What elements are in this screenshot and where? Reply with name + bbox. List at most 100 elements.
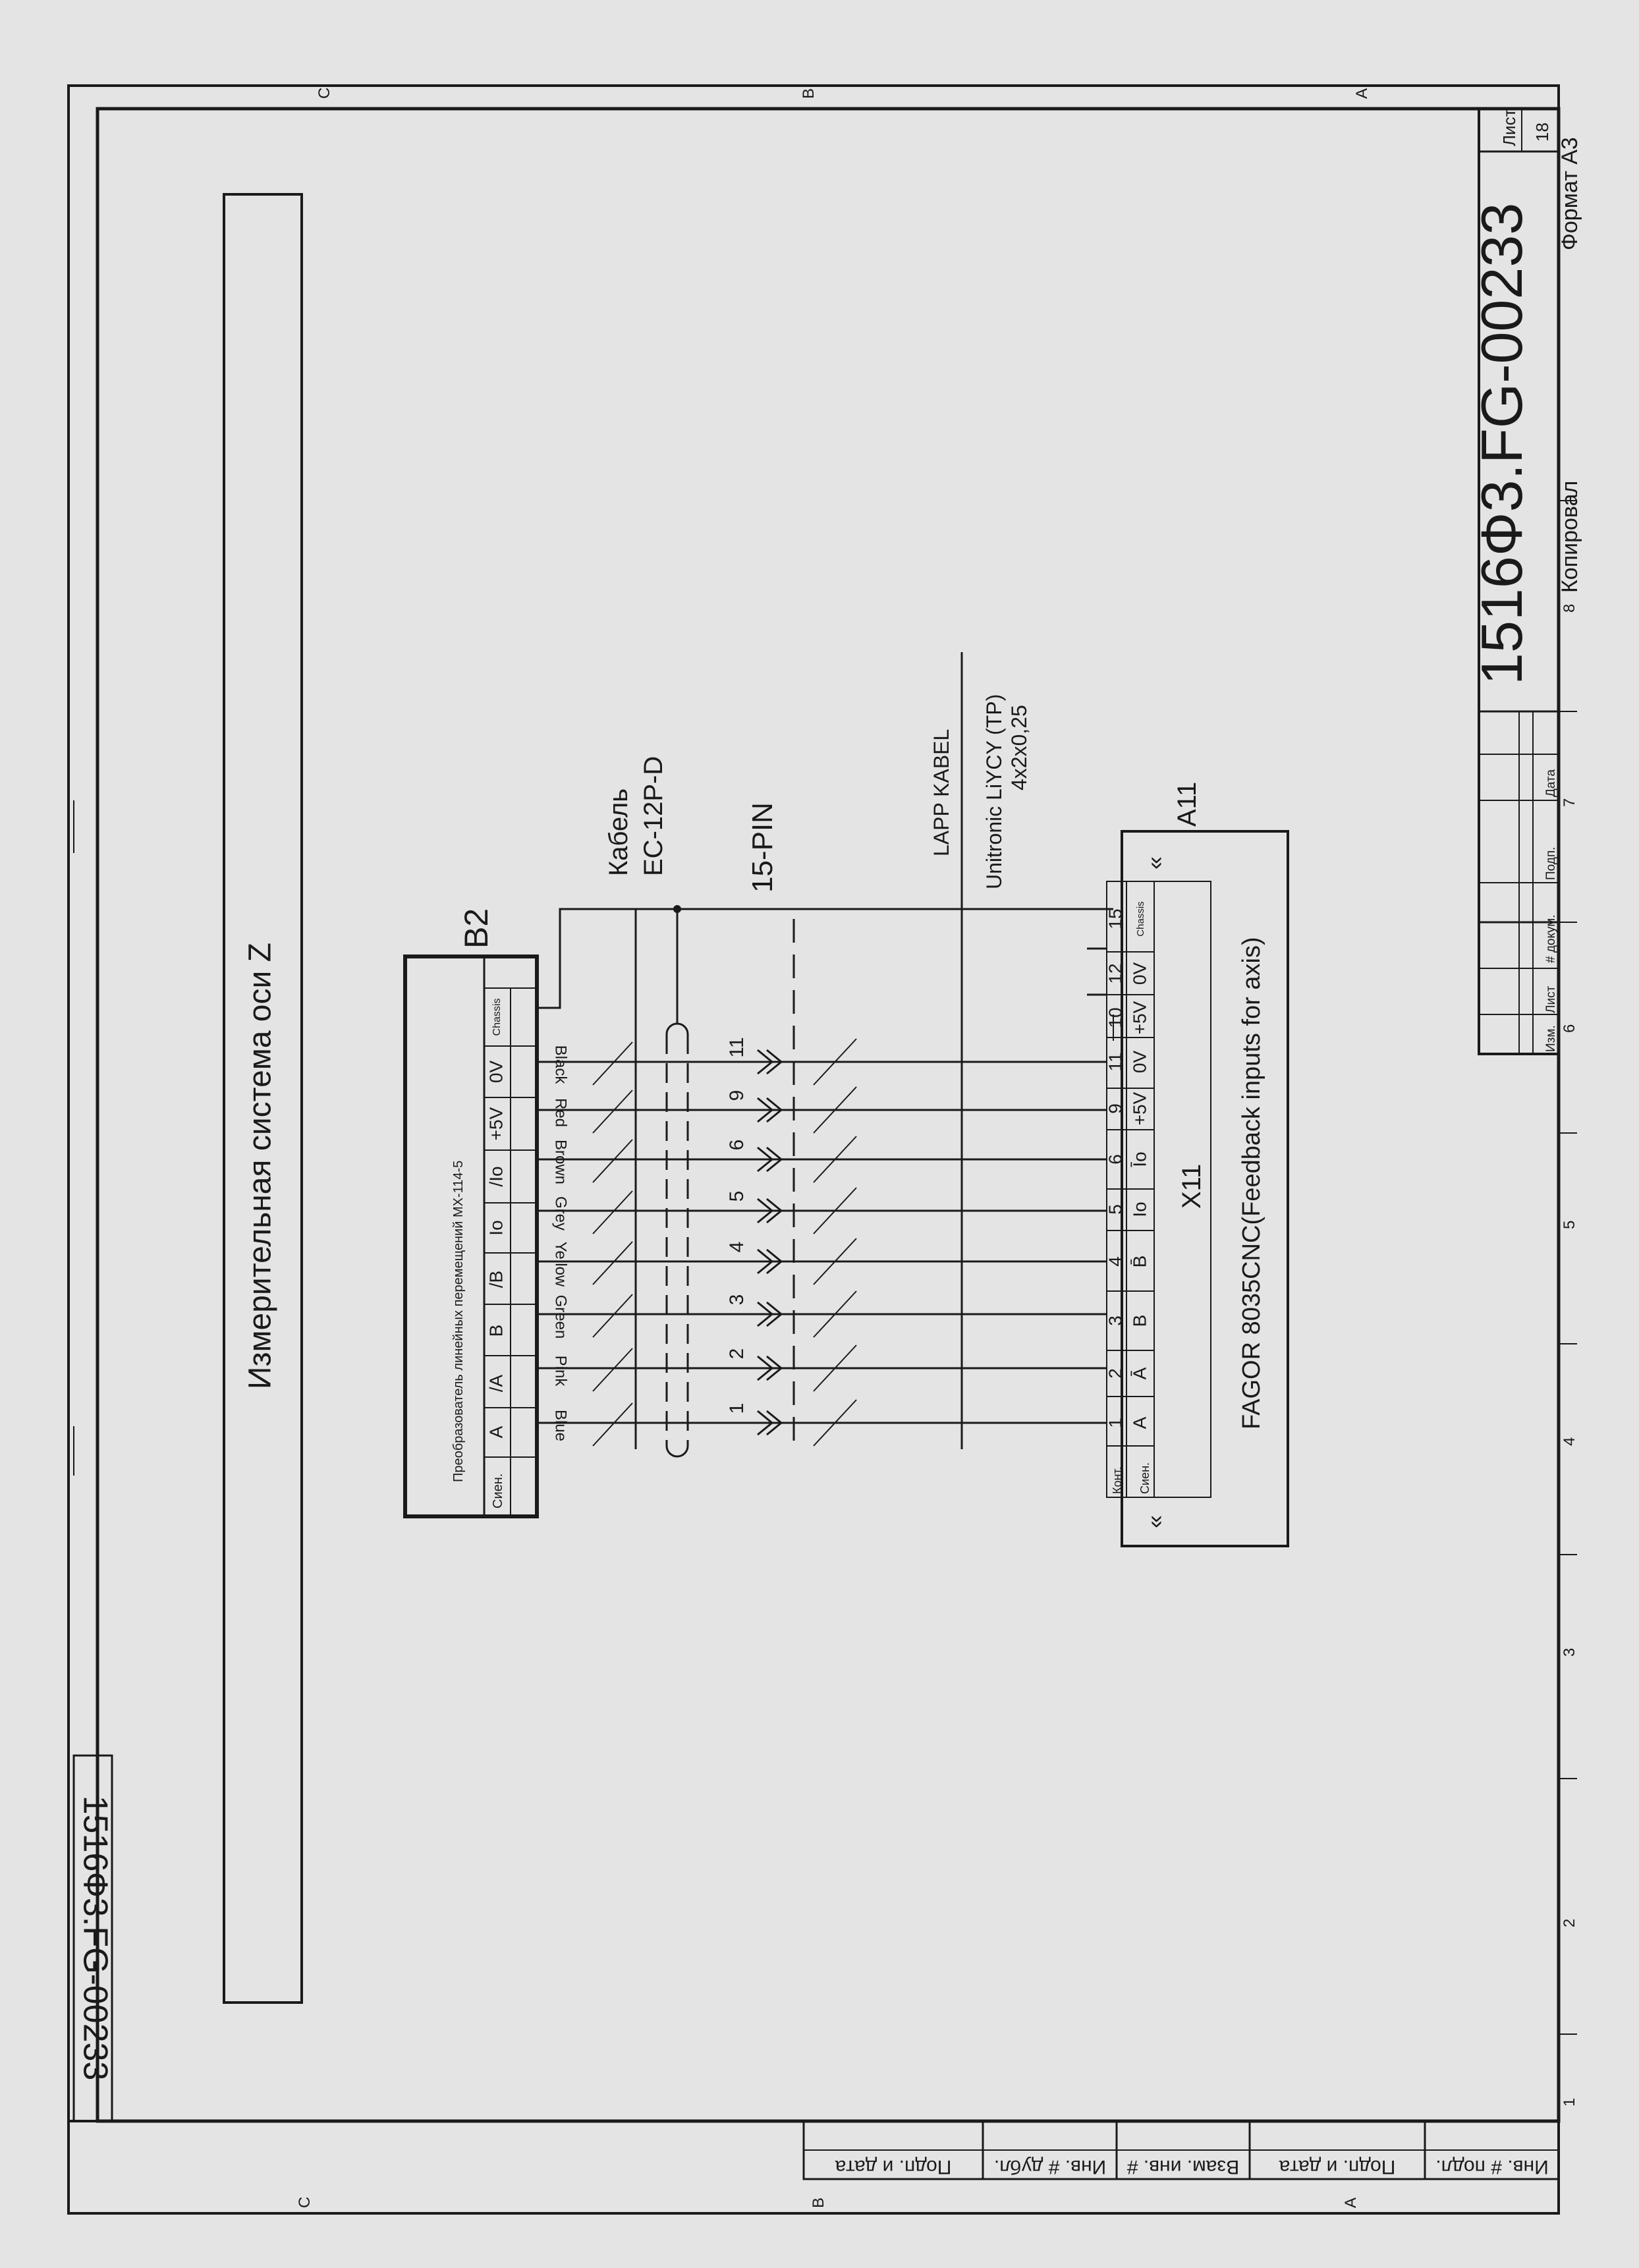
- connector-chevron-icon: [757, 1198, 783, 1224]
- cable1-label: Кабель: [604, 788, 633, 876]
- sensor-name: Преобразователь линейных перемещений МХ-…: [451, 1161, 466, 1482]
- change-label: # докум.: [1544, 914, 1558, 963]
- wire-slash: [592, 1139, 633, 1183]
- copied-label: Копировал: [1557, 481, 1582, 593]
- cnc-connector-ref: X11: [1177, 1164, 1206, 1209]
- title-block: Лист 18 1516Ф3.FG-00233 Копировал Формат…: [1469, 107, 1582, 1055]
- sensor-signal-label: Io: [486, 1220, 506, 1235]
- cnc-signal-label: Io: [1129, 1202, 1150, 1217]
- side-stamp-label: Подп. и дата: [1279, 2156, 1395, 2178]
- wire-color-label: Green: [552, 1295, 570, 1339]
- cnc-contact-label: 15: [1105, 908, 1125, 929]
- connector-15pin-label: 15-PIN: [746, 802, 779, 893]
- cnc-contact-label: 5: [1105, 1204, 1125, 1215]
- cnc-contact-label: 1: [1105, 1418, 1125, 1428]
- connector-chevron-icon: [757, 1097, 783, 1123]
- wire-slash: [813, 1344, 857, 1392]
- wire-slash: [813, 1399, 857, 1447]
- zone-markers: C B A C B A 1 2 3 4 5 6 7 8: [73, 88, 1578, 2208]
- wire-slash: [592, 1041, 633, 1086]
- cnc-contact-label: 2: [1105, 1368, 1125, 1379]
- cnc-signal-label: B: [1129, 1315, 1150, 1327]
- wire-slash: [813, 1238, 857, 1285]
- wire-color-label: Grey: [552, 1196, 570, 1231]
- cnc-contact-label: 4: [1105, 1256, 1125, 1267]
- cnc-signal-label: 0V: [1129, 1051, 1150, 1074]
- sensor-signal-label: +5V: [486, 1107, 506, 1140]
- wire-slash: [813, 1290, 857, 1338]
- pin-number-label: 1: [726, 1403, 748, 1414]
- zone-number: 7: [1561, 798, 1578, 807]
- pin-number-label: 6: [726, 1140, 748, 1151]
- zone-number: 5: [1561, 1221, 1578, 1229]
- wire-color-label: Pink: [552, 1356, 570, 1387]
- cnc-contact-label: 12: [1105, 963, 1125, 983]
- connector-symbol-icon: «: [1141, 1515, 1168, 1528]
- change-label: Изм.: [1544, 1025, 1558, 1052]
- format-label: Формат А3: [1557, 137, 1582, 250]
- change-label: Лист: [1544, 985, 1558, 1013]
- sensor-signal-label: /Io: [486, 1166, 506, 1186]
- sensor-b2-block: B2 Преобразователь линейных перемещений …: [403, 908, 539, 1518]
- connector-chevron-icon: [757, 1248, 783, 1275]
- corner-doc-number: 1516Ф3.FG-00233: [72, 1754, 114, 2122]
- wire-slash: [592, 1090, 633, 1134]
- wire-slash: [813, 1086, 857, 1134]
- zone-number: 8: [1561, 604, 1578, 613]
- side-stamp: Инв. # подл. Подп. и дата Взам. инв. # И…: [802, 2120, 1560, 2180]
- cnc-contact-label: 3: [1105, 1315, 1125, 1326]
- sensor-ref: B2: [458, 908, 495, 949]
- cnc-signal-header: Сиен.: [1138, 1462, 1152, 1494]
- wire-slash: [592, 1241, 633, 1285]
- cnc-contact-label: 6: [1105, 1154, 1125, 1165]
- zone-number: 6: [1561, 1024, 1578, 1033]
- cnc-signal-label: Ā: [1129, 1367, 1150, 1379]
- sensor-signal-header: Сиен.: [491, 1474, 505, 1508]
- cnc-contact-label: 11: [1105, 1052, 1125, 1071]
- wire-slash: [813, 1136, 857, 1183]
- cable2-maker: LAPP KABEL: [930, 729, 953, 856]
- cable-lapp: LAPP KABEL Unitronic LiYCY (TP) 4x2x0,25: [930, 652, 1031, 1449]
- cnc-contact-header: Конт.: [1111, 1466, 1124, 1494]
- cnc-signal-label: B̄: [1129, 1256, 1150, 1268]
- zone-number: 1: [1561, 2098, 1578, 2107]
- title-banner: Измерительная система оси Z: [223, 193, 303, 2004]
- sheet-number: 18: [1532, 123, 1552, 142]
- zone-letter: C: [316, 88, 333, 99]
- zone-letter: A: [1342, 2198, 1360, 2208]
- sensor-signal-label: Chassis: [491, 999, 503, 1036]
- zone-letter: A: [1353, 88, 1371, 99]
- sheet-title: Измерительная система оси Z: [243, 943, 278, 1389]
- sensor-signal-label: B: [486, 1325, 506, 1337]
- wire-slash: [592, 1348, 633, 1392]
- sensor-signal-label: /B: [486, 1271, 506, 1288]
- sensor-signal-label: /A: [486, 1374, 506, 1392]
- cnc-title: FAGOR 8035CNC(Feedback inputs for axis): [1238, 937, 1265, 1429]
- cable2-type: Unitronic LiYCY (TP): [982, 694, 1006, 889]
- cnc-signal-label: Īo: [1129, 1151, 1150, 1167]
- cnc-signal-label: 0V: [1129, 962, 1150, 985]
- wire-slash: [592, 1190, 633, 1234]
- wires: A/AB/BIo/Io+5V0VChassis123456911101215AĀ…: [486, 901, 1150, 1447]
- connector-symbol-icon: «: [1141, 856, 1168, 870]
- zone-letter: B: [810, 2198, 827, 2208]
- connector-chevron-icon: [757, 1146, 783, 1173]
- pin-number-label: 2: [726, 1348, 748, 1360]
- cnc-contact-label: 10: [1105, 1007, 1125, 1028]
- cnc-signal-label: +5V: [1129, 1001, 1150, 1034]
- zone-number: 3: [1561, 1648, 1578, 1657]
- cable-ec-12p-d: Кабель EC-12P-D: [604, 756, 689, 1458]
- connector-chevron-icon: [757, 1355, 783, 1381]
- wire-slash: [813, 1187, 857, 1234]
- side-stamp-label: Инв. # дубл.: [994, 2156, 1106, 2178]
- side-stamp-label: Взам. инв. #: [1127, 2156, 1240, 2178]
- sensor-signal-label: A: [486, 1425, 506, 1438]
- wire-color-label: Black: [552, 1045, 570, 1085]
- cnc-signal-label: +5V: [1129, 1092, 1150, 1125]
- doc-number: 1516Ф3.FG-00233: [1469, 203, 1534, 685]
- side-stamp-label: Инв. # подл.: [1435, 2156, 1548, 2178]
- cnc-signal-label: Chassis: [1135, 901, 1146, 936]
- change-label: Подп.: [1544, 847, 1558, 880]
- wire-slash: [592, 1294, 633, 1338]
